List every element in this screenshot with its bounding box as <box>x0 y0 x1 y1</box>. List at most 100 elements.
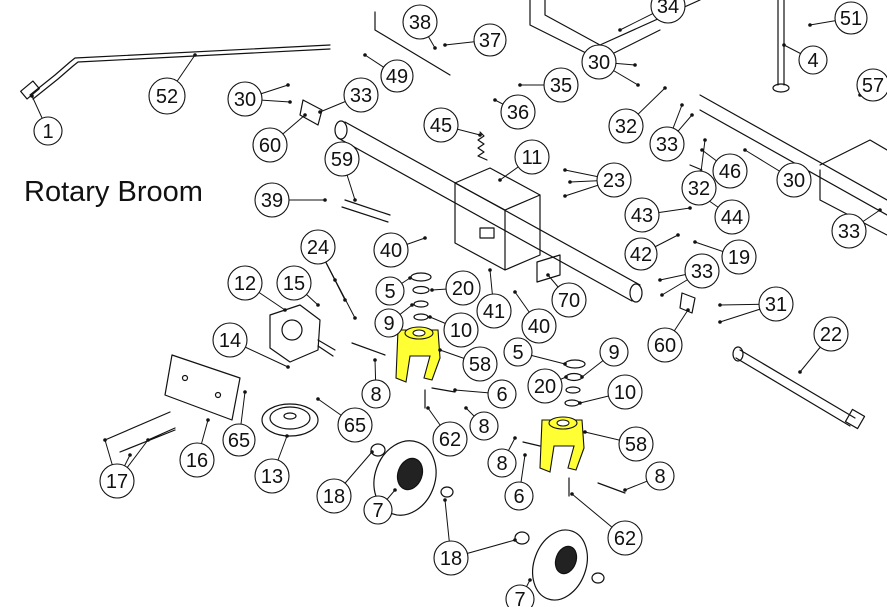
callout-label: 8 <box>496 453 507 475</box>
shaft-tip <box>844 408 866 430</box>
callout-circle <box>758 286 794 322</box>
washer-5a <box>410 272 432 282</box>
leader-tip-33c-0 <box>878 208 882 212</box>
callout-20b: 20 <box>527 368 563 404</box>
callout-circle <box>681 170 717 206</box>
leader-tip-40b-0 <box>513 290 517 294</box>
pulley-13 <box>261 403 319 437</box>
callout-10a: 10 <box>443 312 479 348</box>
callout-7b: 7 <box>505 584 535 607</box>
callout-circle <box>776 162 812 198</box>
leader-tip-42-0 <box>676 233 680 237</box>
gearbox-hub <box>281 319 303 341</box>
leader-tip-5b-0 <box>563 362 567 366</box>
wheel-7-left-hub <box>396 457 424 491</box>
shaft-59 <box>341 199 391 223</box>
pin-6b <box>522 441 541 447</box>
callout-18b: 18 <box>433 540 469 576</box>
callout-44: 44 <box>714 199 750 235</box>
callout-label: 41 <box>483 301 505 323</box>
callout-circle <box>721 239 757 275</box>
callout-label: 58 <box>469 354 491 376</box>
callout-label: 9 <box>608 342 619 364</box>
leader-tip-18a-0 <box>370 450 374 454</box>
plate-hole-1 <box>181 374 189 382</box>
callout-22: 22 <box>813 316 849 352</box>
leader-tip-7a-0 <box>393 488 397 492</box>
callout-circle <box>380 59 414 93</box>
callout-circle <box>684 253 720 289</box>
leader-tip-14-0 <box>286 365 290 369</box>
callout-label: 6 <box>496 384 507 406</box>
leader-tip-32b-0 <box>703 138 707 142</box>
parts-drawing <box>20 0 887 601</box>
leader-tip-13-0 <box>285 434 289 438</box>
callout-24: 24 <box>300 229 336 265</box>
callout-label: 16 <box>186 450 208 472</box>
callout-label: 51 <box>840 8 862 30</box>
leader-tip-39-0 <box>323 198 327 202</box>
leader-tip-17-0 <box>103 438 107 442</box>
callout-circle <box>500 94 536 130</box>
callout-60b: 60 <box>647 327 683 363</box>
callout-circle <box>599 337 629 367</box>
callout-circle <box>596 162 632 198</box>
callout-circle <box>647 327 683 363</box>
callout-51: 51 <box>834 1 868 35</box>
callout-circle <box>551 282 587 318</box>
callout-circle <box>607 374 643 410</box>
leader-tip-16-0 <box>206 418 210 422</box>
callout-7a: 7 <box>363 495 393 525</box>
callout-label: 12 <box>234 273 256 295</box>
callout-circle <box>445 270 481 306</box>
callout-circle <box>254 182 290 218</box>
rod-38 <box>374 11 451 76</box>
callout-62a: 62 <box>432 421 468 457</box>
leader-tip-8c-0 <box>623 488 627 492</box>
plate-hole-2 <box>214 391 222 399</box>
callout-circle <box>514 139 550 175</box>
gearbox-shaft <box>317 339 336 357</box>
leader-tip-23-2 <box>563 194 567 198</box>
callout-30a: 30 <box>227 81 263 117</box>
callout-32a: 32 <box>608 108 644 144</box>
callout-18a: 18 <box>316 478 352 514</box>
leader-tip-20a-0 <box>430 288 434 292</box>
callout-label: 14 <box>219 330 241 352</box>
callout-circle <box>831 213 867 249</box>
callout-5a: 5 <box>375 276 405 306</box>
callout-label: 30 <box>588 52 610 74</box>
washer-5b <box>564 359 586 369</box>
leader-tip-33b-0 <box>680 103 684 107</box>
leader-tip-30b-0 <box>633 63 637 67</box>
callout-circle <box>462 346 498 382</box>
callout-34: 34 <box>650 0 686 24</box>
leader-tip-58a-0 <box>438 348 442 352</box>
callout-62b: 62 <box>607 520 643 556</box>
callout-label: 30 <box>234 89 256 111</box>
callout-45: 45 <box>423 107 459 143</box>
callout-label: 38 <box>409 12 431 34</box>
callout-label: 35 <box>550 75 572 97</box>
callout-circle <box>645 461 675 491</box>
link-60-left <box>299 99 323 126</box>
leader-tip-30b-1 <box>636 83 640 87</box>
bolts-17 <box>104 411 176 453</box>
washer-10a <box>413 313 429 321</box>
callout-circle <box>402 4 438 40</box>
callout-label: 4 <box>807 50 818 72</box>
callout-40b: 40 <box>521 308 557 344</box>
leader-tip-34-0 <box>618 28 622 32</box>
callout-label: 62 <box>439 429 461 451</box>
leader-tip-31-0 <box>718 303 722 307</box>
shaft-22 <box>735 349 856 427</box>
callout-38: 38 <box>402 4 438 40</box>
callout-19: 19 <box>721 239 757 275</box>
leader-tip-33a-0 <box>318 110 322 114</box>
callout-label: 10 <box>450 320 472 342</box>
leader-tip-33d-0 <box>658 278 662 282</box>
tube-end-right <box>629 283 643 303</box>
leader-tip-43-0 <box>688 206 692 210</box>
callout-35: 35 <box>543 67 579 103</box>
callout-46: 46 <box>712 153 748 189</box>
